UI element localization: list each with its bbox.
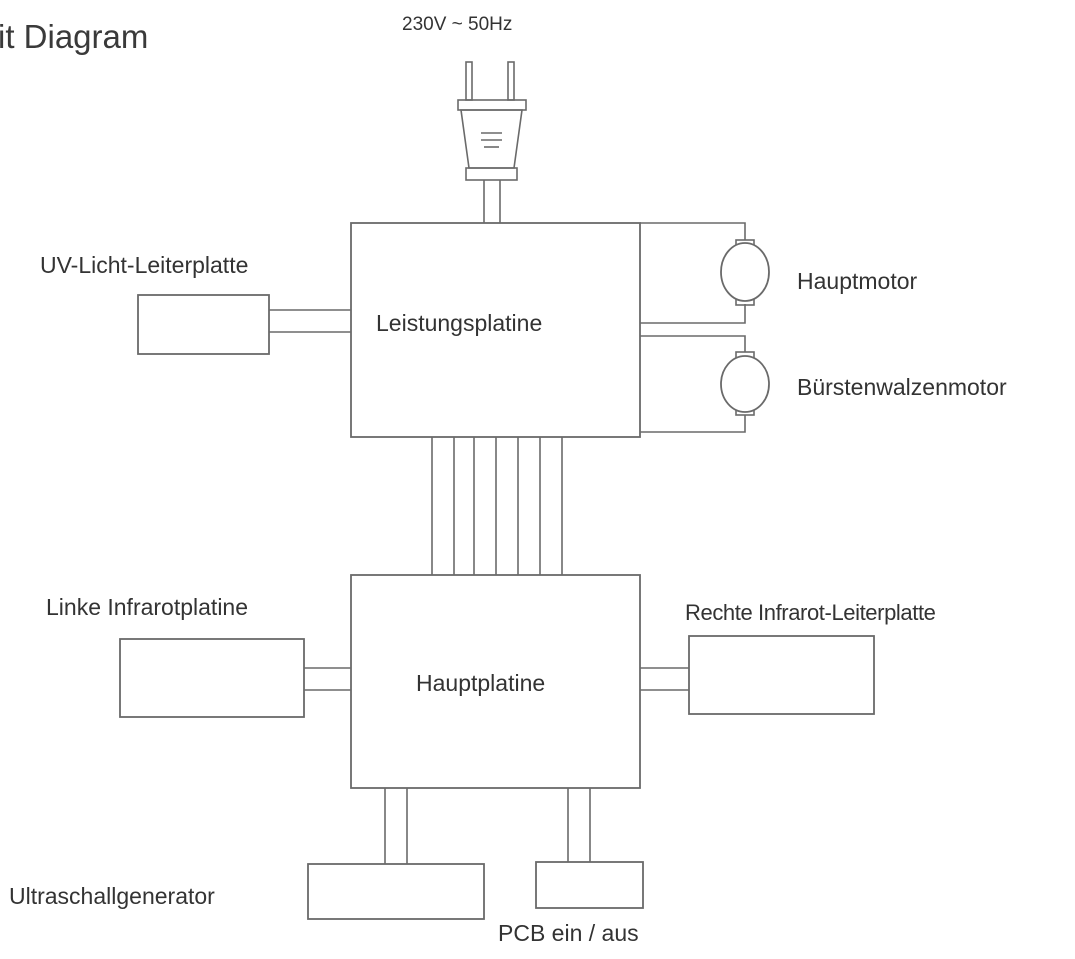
main-board-box [350,574,641,789]
power-plug-icon [457,61,527,223]
ultrasonic-label: Ultraschallgenerator [9,883,215,909]
main-motor-label: Hauptmotor [797,268,918,294]
board-harness [431,437,563,575]
uv-board-box [137,294,270,355]
brush-motor-wiring [640,335,746,433]
ultrasonic-box [307,863,485,920]
pcb-switch-box [535,861,644,909]
brush-motor-label: Bürstenwalzenmotor [797,374,1007,400]
main-board-label: Hauptplatine [416,670,546,696]
ir-right-label: Rechte Infrarot-Leiterplatte [685,600,936,625]
ir-left-label: Linke Infrarotplatine [46,594,249,620]
page-title: it Diagram [0,18,149,55]
uv-board-label: UV-Licht-Leiterplatte [40,252,249,278]
dc-motor-icon [720,351,770,416]
main-motor-wiring [640,222,746,324]
power-board-box [350,222,641,438]
power-board-label: Leistungsplatine [376,310,543,336]
supply-label: 230V ~ 50Hz [402,14,513,35]
ir-left-box [119,638,305,718]
ir-right-box [688,635,875,715]
pcb-switch-label: PCB ein / aus [498,920,639,946]
dc-motor-icon [720,239,770,306]
